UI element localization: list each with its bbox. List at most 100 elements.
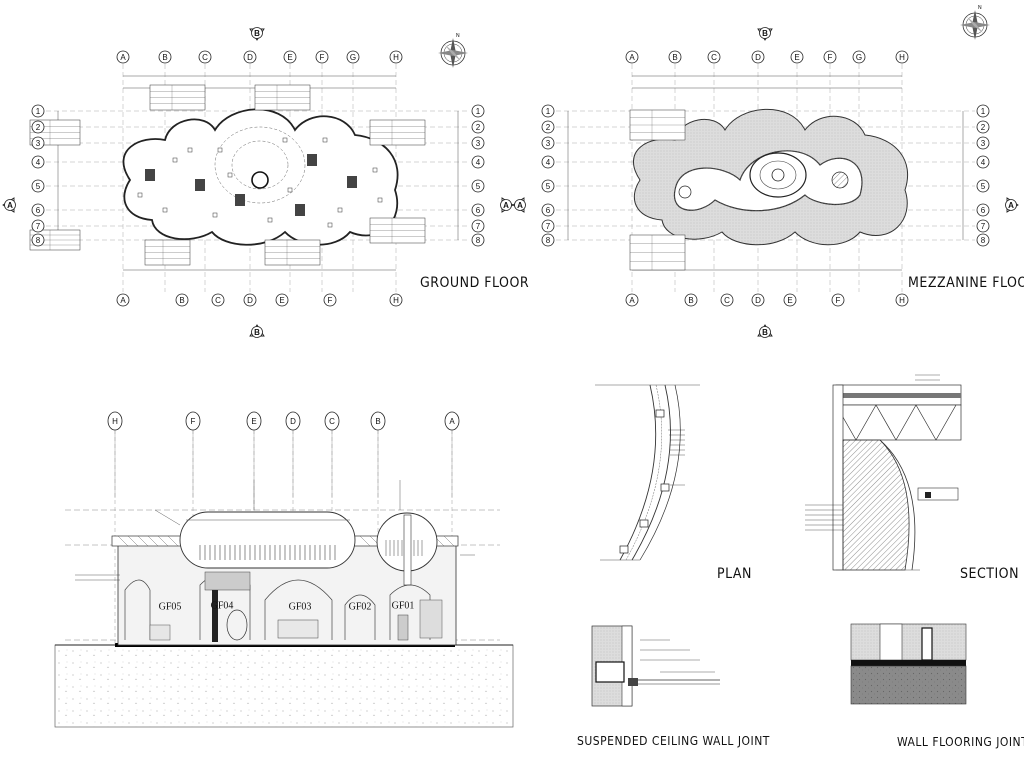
grid-bubble-row: 1 bbox=[31, 104, 45, 118]
grid-bubble-bottom: D bbox=[243, 293, 257, 307]
svg-text:H: H bbox=[393, 53, 399, 62]
svg-text:5: 5 bbox=[981, 182, 986, 191]
grid-bubble-top: A bbox=[116, 50, 130, 64]
ground-floor-title: GROUND FLOOR bbox=[420, 275, 529, 291]
section-mark-b: B bbox=[249, 324, 265, 338]
svg-text:F: F bbox=[320, 53, 325, 62]
svg-text:D: D bbox=[755, 53, 761, 62]
section-mark-a: A bbox=[512, 197, 526, 213]
svg-text:G: G bbox=[350, 53, 356, 62]
svg-text:6: 6 bbox=[36, 206, 41, 215]
grid-bubble-top: E bbox=[283, 50, 297, 64]
section-mark-a: A bbox=[2, 197, 16, 213]
north-arrow-icon bbox=[959, 4, 991, 41]
grid-bubble-row: 5 bbox=[471, 179, 485, 193]
svg-text:C: C bbox=[215, 296, 221, 305]
svg-text:F: F bbox=[828, 53, 833, 62]
room-label: GF05 bbox=[159, 602, 182, 613]
grid-bubble-row: 1 bbox=[976, 104, 990, 118]
svg-text:A: A bbox=[629, 296, 635, 305]
grid-bubble-row: 5 bbox=[976, 179, 990, 193]
svg-text:1: 1 bbox=[546, 107, 551, 116]
grid-bubble-bottom: A bbox=[625, 293, 639, 307]
grid-bubble-row: 3 bbox=[541, 136, 555, 150]
svg-text:8: 8 bbox=[476, 236, 481, 245]
grid-bubble-bottom: C bbox=[720, 293, 734, 307]
svg-text:8: 8 bbox=[36, 236, 41, 245]
grid-bubble-bottom: E bbox=[783, 293, 797, 307]
svg-text:3: 3 bbox=[546, 139, 551, 148]
svg-text:H: H bbox=[899, 296, 905, 305]
svg-text:1: 1 bbox=[36, 107, 41, 116]
svg-text:C: C bbox=[329, 417, 335, 426]
svg-text:F: F bbox=[191, 417, 196, 426]
svg-text:E: E bbox=[787, 296, 792, 305]
svg-text:4: 4 bbox=[476, 158, 481, 167]
grid-bubble-row: 8 bbox=[31, 233, 45, 247]
room-label: GF03 bbox=[289, 602, 312, 613]
svg-text:E: E bbox=[287, 53, 292, 62]
svg-text:1: 1 bbox=[476, 107, 481, 116]
svg-text:7: 7 bbox=[546, 222, 551, 231]
elevation-grid-bubble: F bbox=[185, 411, 201, 431]
grid-bubble-row: 3 bbox=[31, 136, 45, 150]
elevation-grid-bubble: D bbox=[285, 411, 301, 431]
svg-text:A: A bbox=[517, 201, 523, 210]
section-detail: SECTION bbox=[805, 374, 1019, 582]
plan-detail: PLAN bbox=[595, 384, 751, 582]
svg-text:2: 2 bbox=[546, 123, 551, 132]
section-mark-a: A bbox=[1005, 197, 1019, 213]
room-label: GF04 bbox=[211, 601, 234, 612]
grid-bubble-top: A bbox=[625, 50, 639, 64]
wall-flooring-joint-detail: WALL FLOORING JOINT bbox=[850, 623, 1024, 749]
grid-bubble-top: D bbox=[243, 50, 257, 64]
section-mark-b: B bbox=[249, 27, 265, 41]
grid-bubble-row: 7 bbox=[31, 219, 45, 233]
svg-text:B: B bbox=[672, 53, 677, 62]
grid-bubble-top: G bbox=[346, 50, 360, 64]
svg-text:A: A bbox=[120, 53, 126, 62]
svg-text:2: 2 bbox=[36, 123, 41, 132]
elevation-grid-bubble: E bbox=[246, 411, 262, 431]
svg-text:5: 5 bbox=[546, 182, 551, 191]
grid-bubble-row: 2 bbox=[976, 120, 990, 134]
grid-bubble-bottom: F bbox=[831, 293, 845, 307]
grid-bubble-bottom: H bbox=[895, 293, 909, 307]
grid-bubble-row: 8 bbox=[976, 233, 990, 247]
svg-text:A: A bbox=[1008, 201, 1014, 210]
grid-bubble-row: 6 bbox=[471, 203, 485, 217]
grid-bubble-bottom: H bbox=[389, 293, 403, 307]
svg-text:3: 3 bbox=[981, 139, 986, 148]
grid-bubble-row: 4 bbox=[31, 155, 45, 169]
svg-text:8: 8 bbox=[981, 236, 986, 245]
grid-bubble-row: 8 bbox=[541, 233, 555, 247]
svg-text:D: D bbox=[247, 296, 253, 305]
svg-text:A: A bbox=[449, 417, 455, 426]
grid-bubble-row: 2 bbox=[541, 120, 555, 134]
svg-text:2: 2 bbox=[981, 123, 986, 132]
grid-bubble-row: 3 bbox=[976, 136, 990, 150]
elevation-grid-bubble: A bbox=[444, 411, 460, 431]
grid-bubble-row: 7 bbox=[541, 219, 555, 233]
svg-text:D: D bbox=[290, 417, 296, 426]
svg-text:C: C bbox=[724, 296, 730, 305]
svg-text:2: 2 bbox=[476, 123, 481, 132]
grid-bubble-row: 1 bbox=[471, 104, 485, 118]
room-label: GF01 bbox=[392, 601, 415, 612]
grid-bubble-top: B bbox=[668, 50, 682, 64]
grid-bubble-top: C bbox=[198, 50, 212, 64]
grid-bubble-row: 5 bbox=[541, 179, 555, 193]
svg-text:F: F bbox=[836, 296, 841, 305]
grid-bubble-row: 6 bbox=[31, 203, 45, 217]
svg-text:7: 7 bbox=[36, 222, 41, 231]
grid-bubble-bottom: F bbox=[323, 293, 337, 307]
north-arrow-icon bbox=[437, 32, 469, 69]
svg-text:D: D bbox=[755, 296, 761, 305]
svg-text:4: 4 bbox=[546, 158, 551, 167]
ceiling-joint-title: SUSPENDED CEILING WALL JOINT bbox=[577, 734, 770, 748]
grid-bubble-row: 4 bbox=[541, 155, 555, 169]
grid-bubble-bottom: B bbox=[684, 293, 698, 307]
